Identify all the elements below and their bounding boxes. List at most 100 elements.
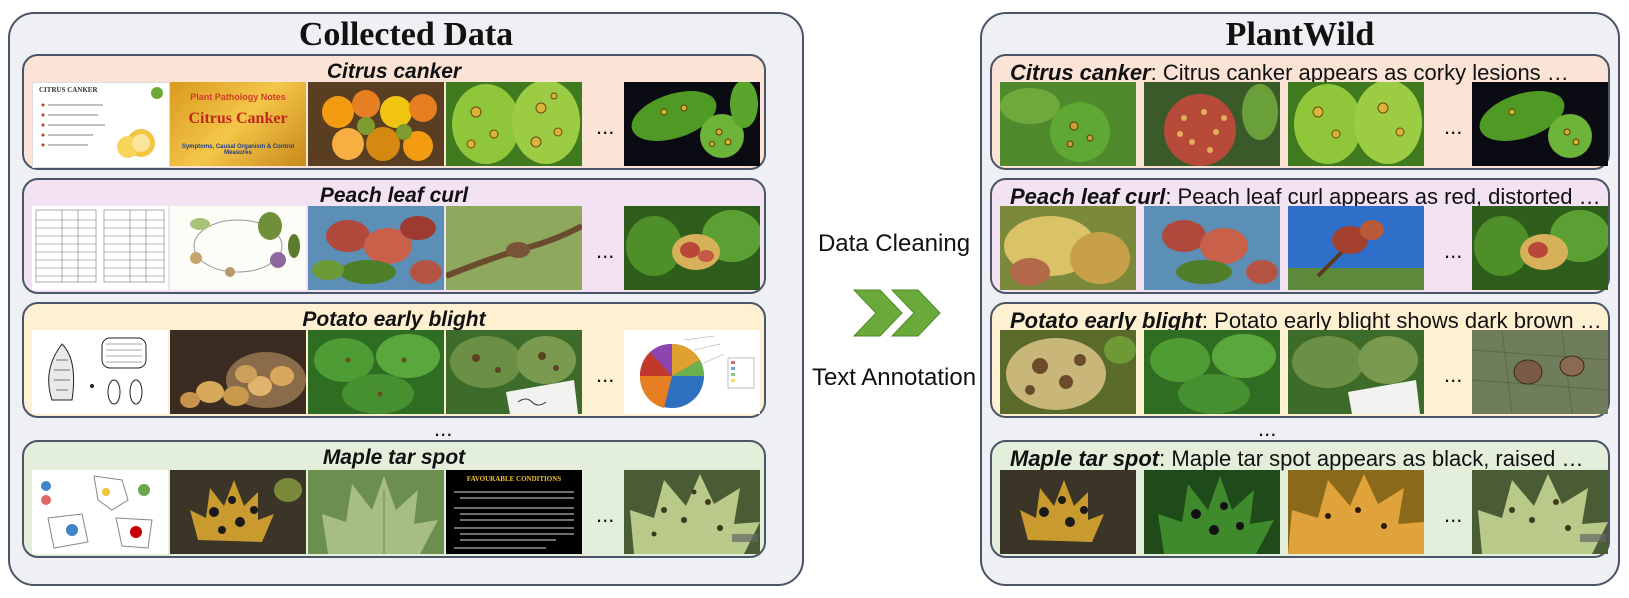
pw-potato-spot-closeup-photo	[1472, 330, 1608, 414]
right-row-ellipsis: ...	[1444, 362, 1463, 387]
right-row-ellipsis: ...	[1444, 114, 1463, 139]
pw-peach-yellow-leaves-photo	[1000, 206, 1136, 290]
right-row-description: : Potato early blight shows dark brown …	[1201, 308, 1600, 333]
pw-citrus-green-graphic	[1479, 91, 1592, 158]
potato-drawing-graphic	[48, 337, 147, 405]
peach-curled-graphic	[312, 216, 442, 284]
maple-favourable-conditions-thumbnail: FAVOURABLE CONDITIONS	[446, 470, 582, 554]
potato-pie-graphic	[639, 335, 755, 408]
left-row-label: Maple tar spot	[322, 446, 466, 469]
potato-tag-graphic	[450, 336, 578, 414]
pw-citrus-leaf-graphic	[1294, 82, 1422, 164]
potato-leaves-graphic	[314, 334, 440, 414]
collected-data-panel: Collected Data Citrus canker CITRUS CANK…	[8, 12, 804, 586]
potatoes-sack-photo	[170, 330, 306, 414]
right-row-description: : Peach leaf curl appears as red, distor…	[1165, 184, 1600, 209]
right-row-citrus-canker: Citrus canker: Citrus canker appears as …	[990, 54, 1610, 170]
right-row-peach-leaf-curl: Peach leaf curl: Peach leaf curl appears…	[990, 178, 1610, 294]
citrus-fruit-graphic	[322, 90, 437, 161]
potato-pie-chart-thumbnail	[624, 330, 760, 414]
maple-green-leaves-photo	[308, 470, 444, 554]
maple-map-graphic	[41, 475, 153, 549]
right-row-caption: Potato early blight: Potato early blight…	[1010, 308, 1600, 334]
right-row-caption: Peach leaf curl: Peach leaf curl appears…	[1010, 184, 1600, 210]
pw-citrus-spotted-fruit-photo	[1144, 82, 1280, 166]
peach-curl-closeup-photo	[624, 206, 760, 290]
pw-citrus-leaf-photo	[1288, 82, 1424, 166]
left-row-label: Potato early blight	[302, 308, 486, 331]
potato-botanical-drawing-thumbnail	[32, 330, 168, 414]
right-row-maple-tar-spot: Maple tar spot: Maple tar spot appears a…	[990, 440, 1610, 558]
citrus-green-fruit-photo	[624, 82, 760, 166]
peach-table-thumbnail	[32, 206, 168, 290]
left-vertical-ellipsis: ...	[434, 416, 453, 441]
pw-peach-curled-leaves-photo	[1144, 206, 1280, 290]
right-row-name: Potato early blight	[1010, 308, 1202, 333]
right-vertical-ellipsis: ...	[1258, 416, 1277, 441]
maple-box-title: FAVOURABLE CONDITIONS	[466, 475, 562, 483]
citrus-notes-poster-thumbnail: Plant Pathology Notes Citrus Canker Symp…	[170, 82, 306, 166]
left-row-ellipsis: ...	[596, 362, 615, 387]
citrus-slide-title: CITRUS CANKER	[39, 86, 98, 94]
citrus-leaf-spots-photo	[446, 82, 582, 166]
pw-potato-spot-graphic	[1472, 330, 1608, 414]
left-row-ellipsis: ...	[596, 238, 615, 263]
maple-autumn-graphic	[190, 478, 302, 542]
left-row-ellipsis: ...	[596, 114, 615, 139]
maple-map-chart-thumbnail	[32, 470, 168, 554]
pw-citrus-green-fruit-photo	[1472, 82, 1608, 166]
left-row-peach-leaf-curl: Peach leaf curl	[22, 178, 766, 294]
pw-maple-spotted-graphic	[1478, 474, 1608, 554]
right-row-name: Citrus canker	[1010, 60, 1151, 85]
right-row-name: Peach leaf curl	[1010, 184, 1166, 209]
citrus-notes-line1: Plant Pathology Notes	[190, 92, 286, 102]
maple-autumn-leaf-photo	[170, 470, 306, 554]
pw-citrus-fruit-photo	[1000, 82, 1136, 166]
pw-peach-yellow-graphic	[1004, 216, 1130, 286]
pw-maple-autumn-leaf-photo	[1000, 470, 1136, 554]
pw-peach-sky-branch-photo	[1288, 206, 1424, 290]
pw-peach-sky-graphic	[1288, 220, 1424, 290]
pw-maple-spotted-leaf-photo	[1472, 470, 1608, 554]
potato-leaves-photo	[308, 330, 444, 414]
pw-peach-closeup-graphic	[1474, 210, 1608, 276]
citrus-green-fruit-graphic	[631, 82, 758, 158]
plantwild-panel: PlantWild Citrus canker: Citrus canker a…	[980, 12, 1620, 586]
citrus-leaf-graphic	[452, 82, 580, 164]
collected-data-title: Collected Data	[298, 16, 514, 53]
right-row-description: : Maple tar spot appears as black, raise…	[1159, 446, 1584, 471]
pw-maple-green-graphic	[1158, 476, 1274, 554]
peach-lifecycle-diagram-thumbnail	[170, 206, 306, 290]
pw-potato-leaves-graphic	[1150, 334, 1276, 414]
peach-table-graphic	[35, 209, 165, 283]
peach-closeup-graphic	[626, 210, 760, 276]
maple-box-lines	[454, 491, 574, 549]
right-row-caption: Maple tar spot: Maple tar spot appears a…	[1010, 446, 1600, 472]
citrus-notes-line3: Symptoms, Causal Organism & Control Meas…	[181, 144, 295, 156]
left-row-maple-tar-spot: Maple tar spot FAVOURABLE C	[22, 440, 766, 558]
left-row-potato-early-blight: Potato early blight	[22, 302, 766, 418]
left-row-label: Citrus canker	[326, 60, 462, 83]
peach-lifecycle-graphic	[190, 212, 300, 277]
double-chevron-arrow-icon	[852, 289, 941, 337]
left-row-ellipsis: ...	[596, 502, 615, 527]
right-row-caption: Citrus canker: Citrus canker appears as …	[1010, 60, 1600, 86]
maple-spotted-graphic	[630, 474, 760, 554]
right-row-description: : Citrus canker appears as corky lesions…	[1150, 60, 1569, 85]
maple-green-graphic	[322, 476, 438, 554]
text-annotation-label: Text Annotation	[811, 364, 977, 391]
pw-maple-green-spotted-photo	[1144, 470, 1280, 554]
citrus-slide-thumbnail: CITRUS CANKER	[32, 82, 170, 168]
left-row-label: Peach leaf curl	[319, 184, 469, 207]
pw-maple-autumn-graphic	[1020, 480, 1104, 542]
plantwild-title: PlantWild	[1225, 16, 1375, 53]
pw-citrus-fruit-graphic	[1000, 88, 1110, 162]
potatoes-graphic	[180, 352, 306, 408]
right-row-potato-early-blight: Potato early blight: Potato early blight…	[990, 302, 1610, 418]
citrus-fruit-photo	[308, 82, 444, 166]
pw-potato-tag-graphic	[1292, 336, 1420, 414]
pw-peach-curled-graphic	[1162, 220, 1278, 284]
right-row-ellipsis: ...	[1444, 502, 1463, 527]
peach-curled-leaves-photo	[308, 206, 444, 290]
data-cleaning-label: Data Cleaning	[817, 230, 971, 257]
